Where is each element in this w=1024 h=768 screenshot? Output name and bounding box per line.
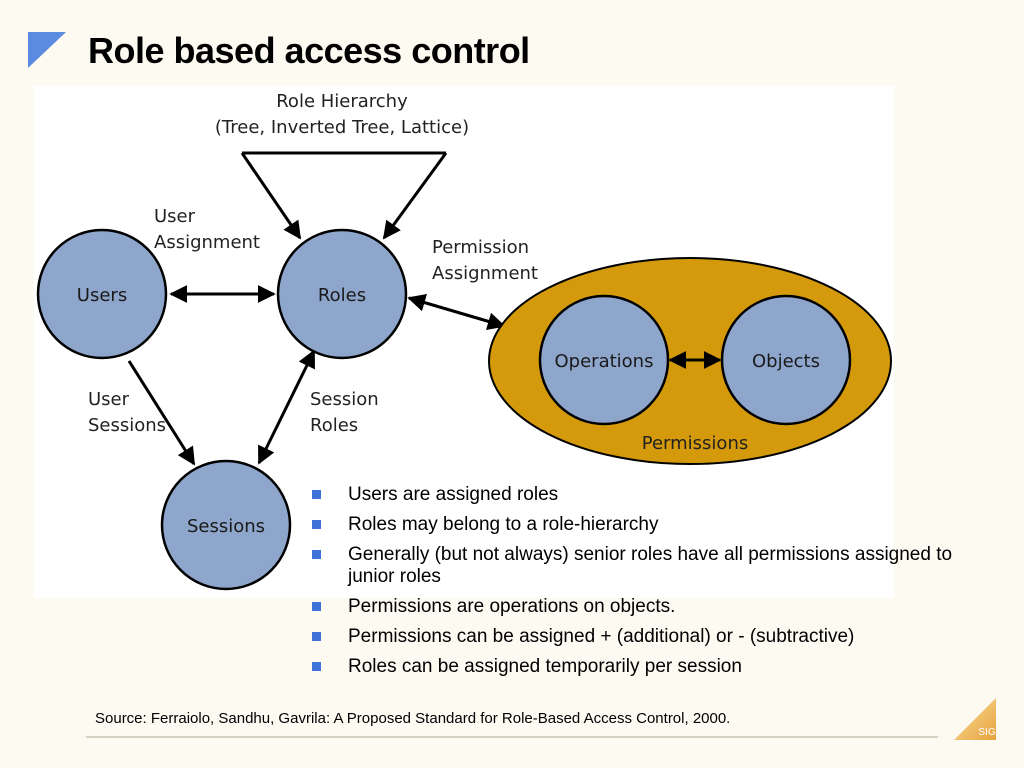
footer-divider: [86, 736, 938, 738]
role-hierarchy-label: Role Hierarchy: [276, 91, 408, 112]
operations-node: [538, 294, 670, 426]
session-roles-arrow: [257, 349, 316, 465]
session-roles-label: Session: [310, 389, 379, 410]
user-assignment-label-2: Assignment: [154, 232, 260, 253]
bullet-item: Roles may belong to a role-hierarchy: [310, 514, 980, 536]
permission-assignment-label: Permission: [432, 237, 529, 258]
bullet-item: Generally (but not always) senior roles …: [310, 544, 980, 588]
bullet-item: Roles can be assigned temporarily per se…: [310, 656, 980, 678]
role-hierarchy-sublabel: (Tree, Inverted Tree, Lattice): [215, 117, 469, 138]
bullet-square-icon: [312, 520, 321, 529]
users-node: [36, 228, 168, 360]
rbac-diagram: Users Roles Sessions Operations Objects …: [34, 86, 894, 598]
sig-logo-text: SIG: [978, 727, 995, 738]
user-assignment-label: User: [154, 206, 196, 227]
sessions-label: Sessions: [187, 516, 265, 537]
bullet-text: Roles can be assigned temporarily per se…: [348, 656, 742, 677]
bullet-square-icon: [312, 632, 321, 641]
permission-assignment-arrow: [407, 293, 506, 331]
bullet-item: Permissions can be assigned + (additiona…: [310, 626, 980, 648]
operations-label: Operations: [555, 351, 654, 372]
corner-triangle-icon: [28, 32, 66, 68]
session-roles-label-2: Roles: [310, 415, 358, 436]
user-sessions-label-2: Sessions: [88, 415, 166, 436]
bullet-text: Users are assigned roles: [348, 484, 559, 505]
user-sessions-arrow: [127, 360, 196, 466]
permissions-label: Permissions: [642, 433, 748, 454]
objects-label: Objects: [752, 351, 820, 372]
bullet-item: Permissions are operations on objects.: [310, 596, 980, 618]
slide-title: Role based access control: [88, 30, 530, 71]
bullet-text: Generally (but not always) senior roles …: [348, 544, 953, 587]
roles-label: Roles: [318, 285, 366, 306]
source-citation: Source: Ferraiolo, Sandhu, Gavrila: A Pr…: [95, 710, 731, 727]
permission-assignment-label-2: Assignment: [432, 263, 538, 284]
bullet-square-icon: [312, 602, 321, 611]
bullet-square-icon: [312, 550, 321, 559]
bullet-square-icon: [312, 662, 321, 671]
bullet-text: Permissions are operations on objects.: [348, 596, 676, 617]
roles-node: [276, 228, 408, 360]
bullet-text: Permissions can be assigned + (additiona…: [348, 626, 855, 647]
bullet-text: Roles may belong to a role-hierarchy: [348, 514, 659, 535]
users-label: Users: [77, 285, 127, 306]
user-sessions-label: User: [88, 389, 130, 410]
objects-node: [720, 294, 852, 426]
sig-logo-icon: SIG: [954, 698, 996, 740]
bullet-item: Users are assigned roles: [310, 484, 980, 506]
role-hierarchy-arrows: [240, 151, 448, 240]
sessions-node: [160, 459, 292, 591]
bullet-square-icon: [312, 490, 321, 499]
bullet-list: Users are assigned roles Roles may belon…: [310, 484, 980, 686]
